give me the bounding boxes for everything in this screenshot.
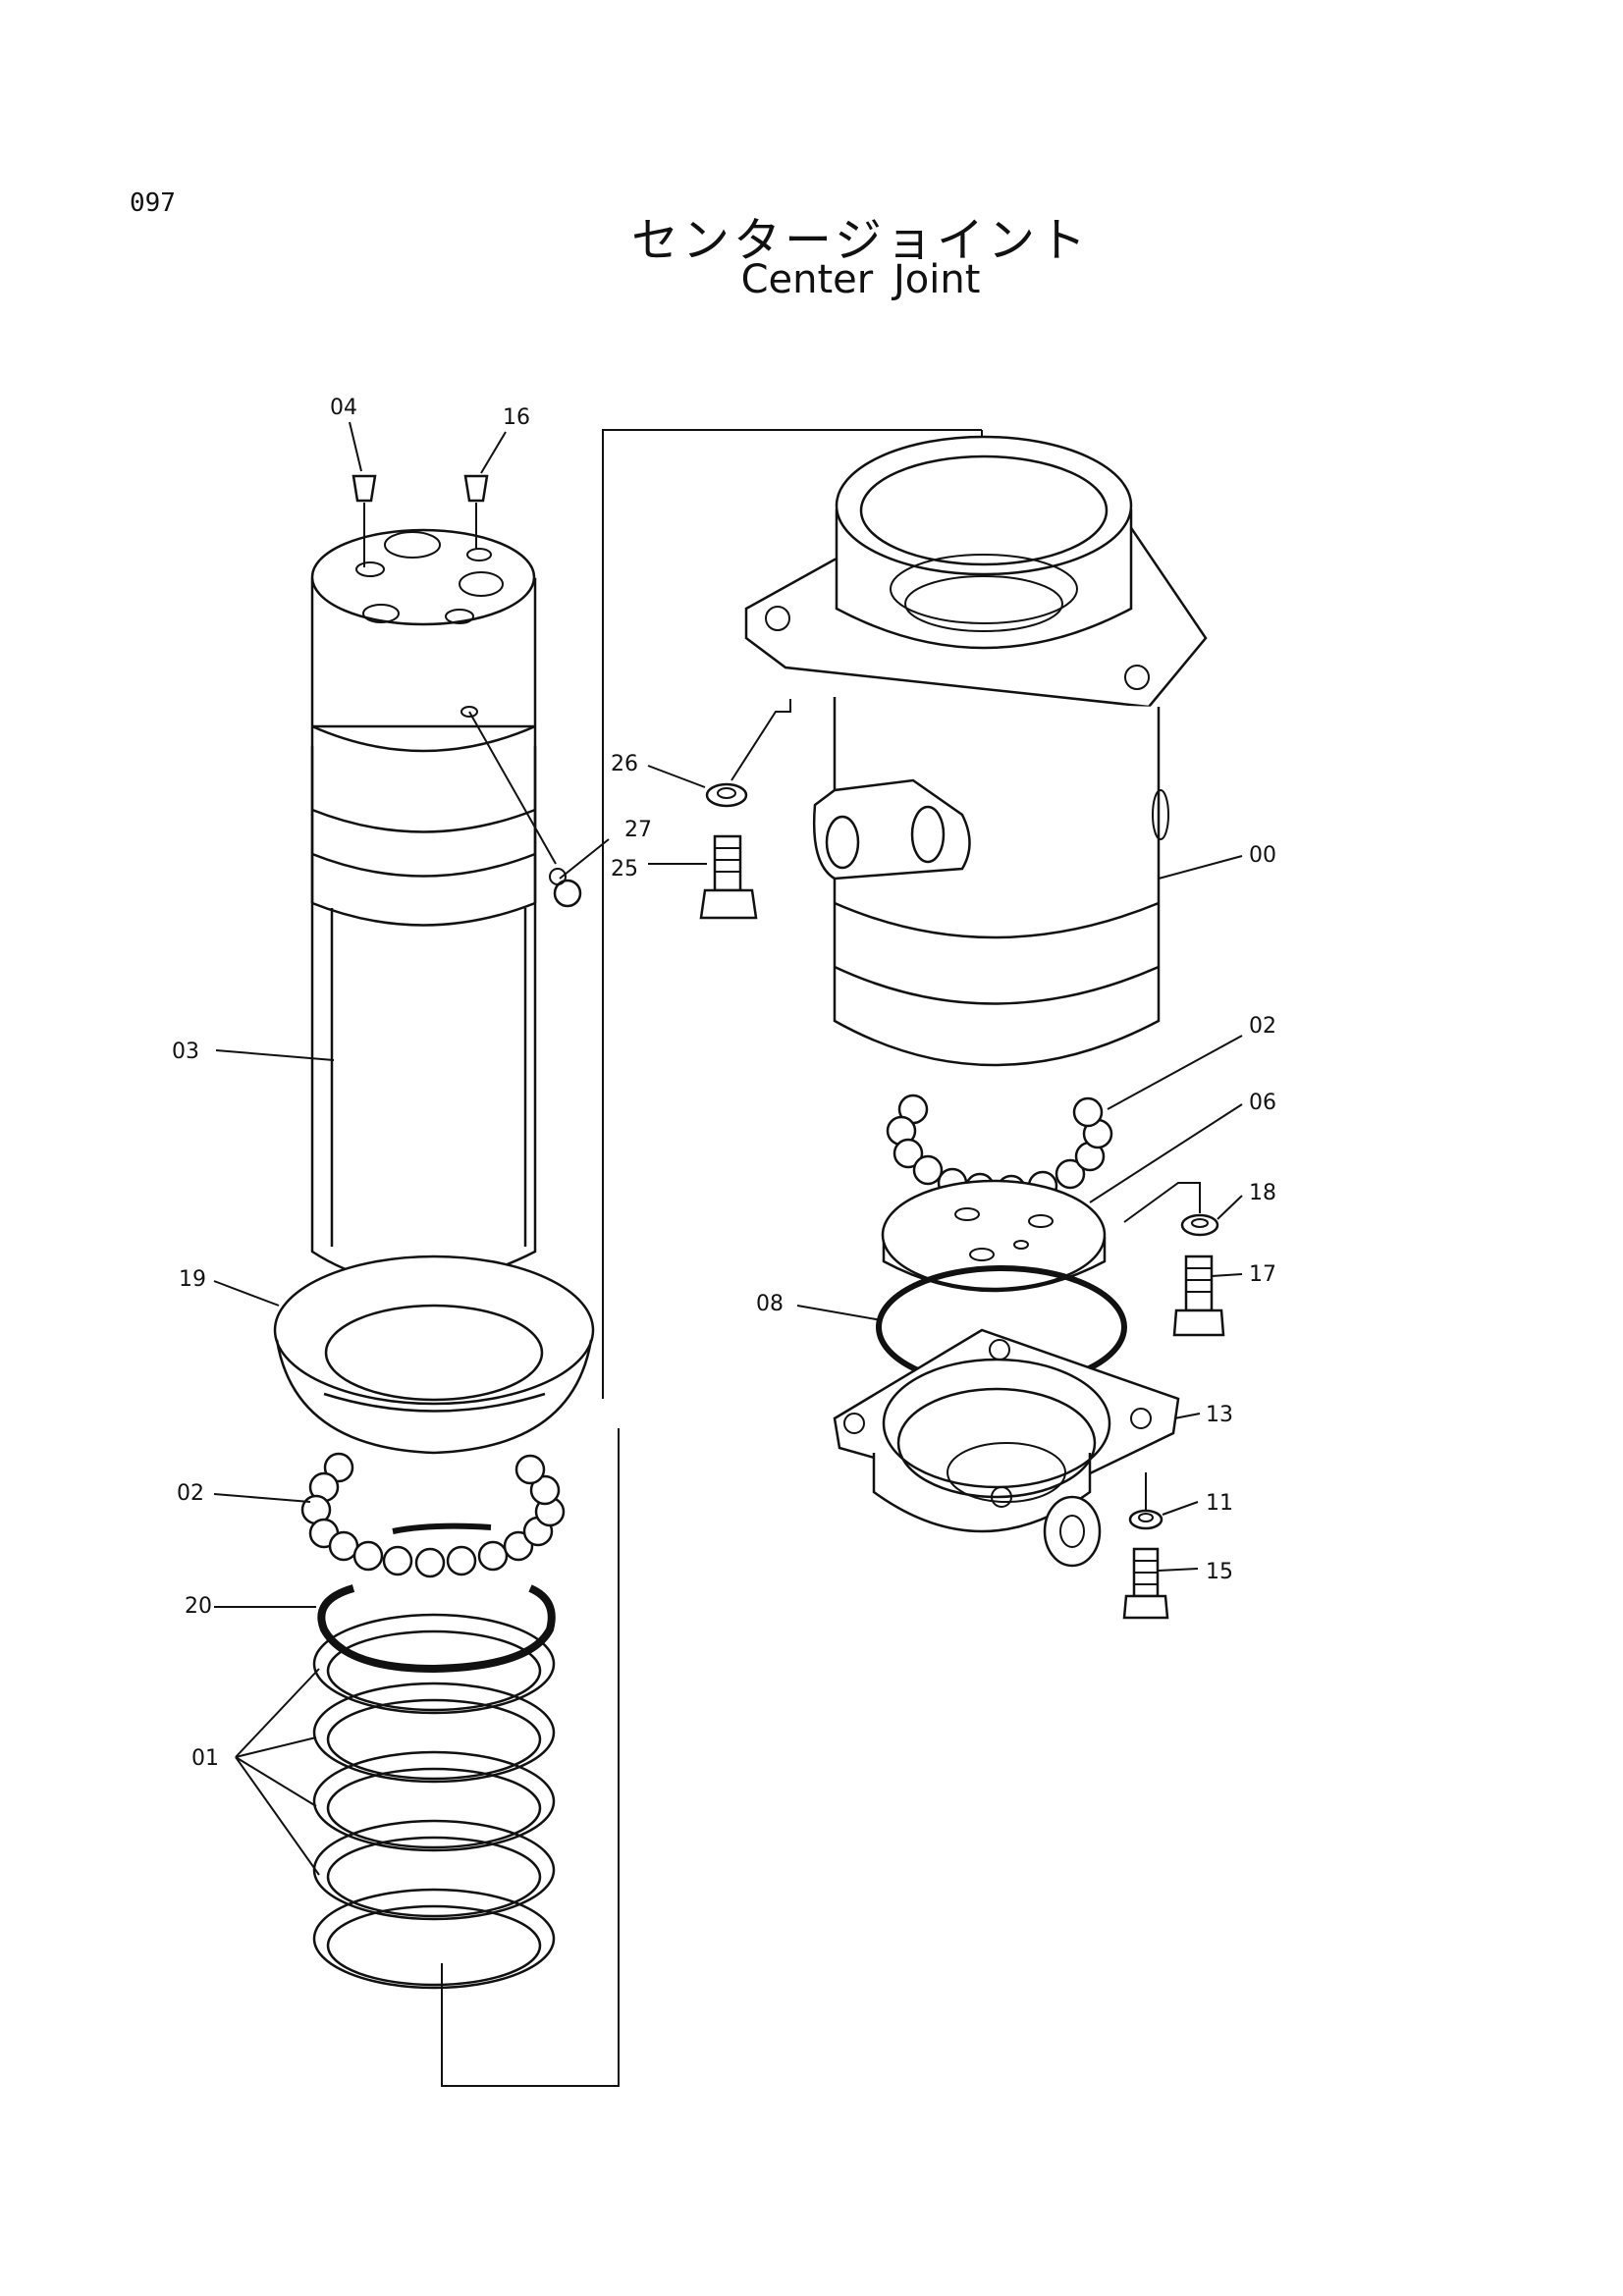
callout-06: 06: [1249, 1091, 1276, 1115]
callout-27: 27: [624, 818, 652, 842]
ring-19: [273, 1255, 595, 1455]
callout-08: 08: [756, 1292, 784, 1316]
callout-02-right: 02: [1249, 1014, 1276, 1039]
grease-fitting-27: [549, 868, 582, 908]
steel-balls-02-left: [300, 1452, 566, 1578]
cover-plate-06: [881, 1179, 1107, 1293]
bolt-15: [1122, 1547, 1169, 1620]
title-japanese: センタージョイント: [630, 213, 1091, 268]
callout-26: 26: [611, 752, 638, 776]
spindle-part: [310, 528, 557, 1285]
callout-15: 15: [1206, 1560, 1233, 1584]
callout-labels: 04 16 26 27 25 00 03 02 06 18 17 19 08 1…: [172, 396, 1276, 1771]
snap-ring-20: [317, 1584, 556, 1674]
bolt-17: [1172, 1255, 1225, 1337]
page-number: 097: [130, 188, 176, 218]
washer-26: [705, 699, 791, 808]
callout-03: 03: [172, 1040, 199, 1064]
body-part: [744, 435, 1208, 1067]
cover-13: [833, 1328, 1180, 1568]
callout-13: 13: [1206, 1403, 1233, 1427]
plug-04: [352, 474, 377, 567]
washer-11: [1128, 1472, 1163, 1530]
bolt-25: [699, 834, 758, 920]
callout-00: 00: [1249, 843, 1276, 868]
callout-01: 01: [191, 1746, 219, 1771]
callout-16: 16: [503, 405, 530, 430]
plug-16: [463, 474, 489, 550]
washer-18: [1123, 1182, 1219, 1237]
title-english: Center Joint: [740, 257, 981, 302]
callout-18: 18: [1249, 1181, 1276, 1205]
callout-04: 04: [330, 396, 357, 420]
callout-02-left: 02: [177, 1481, 204, 1506]
callout-19: 19: [179, 1267, 206, 1292]
callout-20: 20: [185, 1594, 212, 1619]
seal-rings-01: [312, 1613, 556, 1990]
callout-25: 25: [611, 857, 638, 881]
callout-17: 17: [1249, 1262, 1276, 1287]
leader-lines: [213, 421, 1243, 1876]
callout-11: 11: [1206, 1491, 1233, 1516]
